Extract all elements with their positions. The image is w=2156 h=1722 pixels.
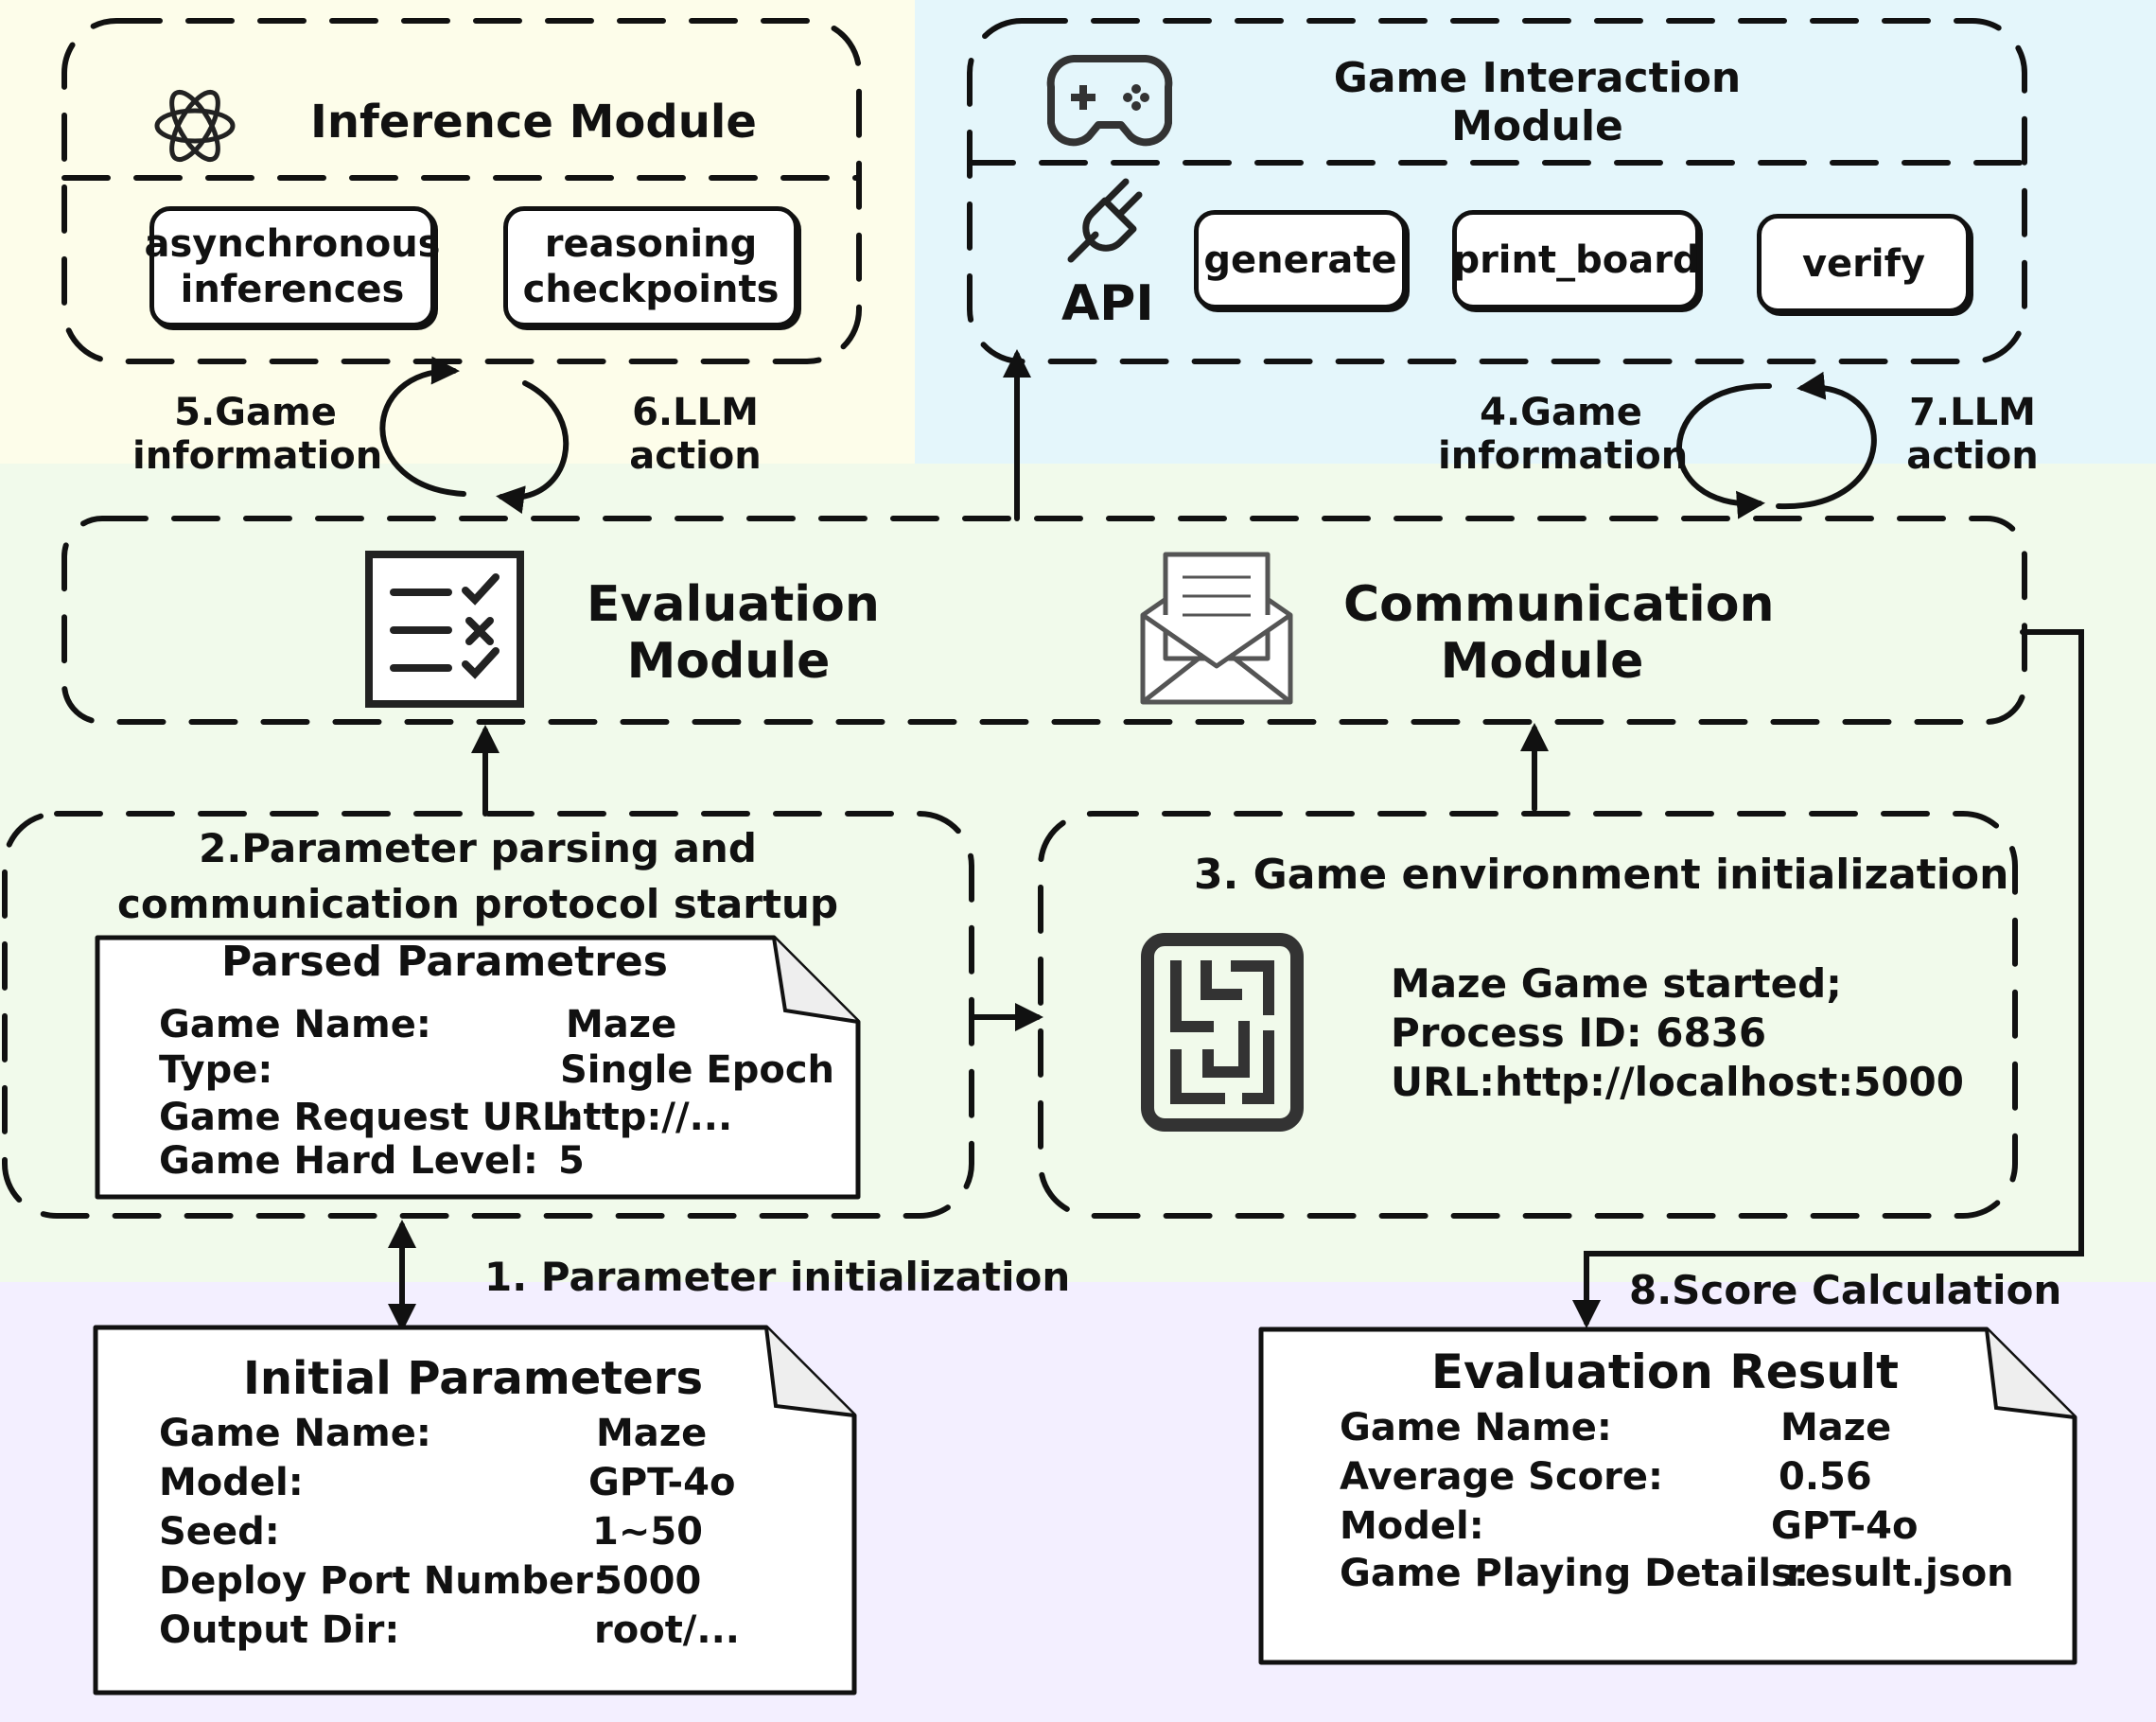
gamepad-icon [1046,55,1173,147]
parsed-parameters-title: Parsed Parametres [221,938,668,986]
initial-parameters-document [93,1325,857,1696]
evaluation-result-title: Evaluation Result [1430,1344,1900,1399]
inference-module-title: Inference Module [310,96,757,149]
arrow-step8 [1572,629,2084,1328]
eval-comm-module-box [61,516,2027,725]
maze-icon [1141,933,1304,1132]
step8-label: 8.Score Calculation [1629,1267,2062,1313]
step6-label: 6.LLM action [629,391,762,478]
result-value-game-name: Maze [1780,1406,1892,1450]
communication-module-title: Communication Module [1343,576,1775,690]
step3-label: 3. Game environment initialization [1194,851,2009,899]
parsed-parameters-document [95,935,861,1200]
initial-value-port: 5000 [596,1559,702,1603]
initial-value-game-name: Maze [596,1412,708,1455]
parsed-value-game-name: Maze [566,1003,677,1046]
game-interaction-module-title: Game Interaction Module [1333,54,1742,150]
reasoning-checkpoints-box: reasoning checkpoints [503,206,798,327]
asynchronous-inferences-box: asynchronous inferences [145,206,441,327]
parsed-key-game-name: Game Name: [159,1003,431,1046]
step7-label: 7.LLM action [1906,391,2039,478]
parsed-value-hard-level: 5 [558,1139,585,1183]
arrow-step6 [496,380,570,515]
parsed-value-type: Single Epoch [560,1048,835,1092]
result-value-model: GPT-4o [1771,1504,1919,1548]
initial-value-seed: 1~50 [592,1510,704,1554]
game-env-line-status: Maze Game started; [1391,960,1842,1007]
initial-key-game-name: Game Name: [159,1412,431,1455]
checklist-icon [365,551,524,708]
result-key-details: Game Playing Details: [1340,1552,1809,1595]
arrow-step7 [1776,371,1877,510]
parsed-key-hard-level: Game Hard Level: [159,1139,538,1183]
step2-label: 2.Parameter parsing and communication pr… [116,825,839,927]
evaluation-result-document [1258,1327,2077,1665]
arrow-step5 [379,356,466,497]
result-value-details: result.json [1786,1552,2014,1595]
api-label: API [1061,275,1154,332]
parsed-value-request-url: http://... [556,1096,733,1139]
step3-box [1038,811,2018,1219]
print-board-function-box: print_board [1452,210,1700,309]
envelope-icon [1140,552,1293,705]
plug-icon [1067,178,1143,263]
result-value-average-score: 0.56 [1779,1455,1872,1499]
openai-logo-icon [154,89,236,163]
initial-parameters-title: Initial Parameters [242,1352,704,1405]
inference-module-box [61,18,862,364]
initial-key-seed: Seed: [159,1510,280,1554]
initial-key-output-dir: Output Dir: [159,1608,400,1652]
initial-value-model: GPT-4o [588,1461,736,1504]
initial-value-output-dir: root/... [594,1608,741,1652]
parsed-key-type: Type: [159,1048,273,1092]
result-key-average-score: Average Score: [1340,1455,1663,1499]
initial-key-port: Deploy Port Number: [159,1559,608,1603]
game-interaction-module-box [967,18,2027,364]
verify-function-box: verify [1757,214,1971,313]
result-key-model: Model: [1340,1504,1484,1548]
step4-label: 4.Game information [1438,391,1689,478]
generate-function-box: generate [1194,210,1407,309]
game-env-line-url: URL:http://localhost:5000 [1391,1059,1965,1105]
step5-label: 5.Game information [132,391,383,478]
initial-key-model: Model: [159,1461,304,1504]
arrow-step4 [1676,382,1772,519]
parsed-key-request-url: Game Request URL: [159,1096,582,1139]
result-key-game-name: Game Name: [1340,1406,1612,1450]
evaluation-module-title: Evaluation Module [587,576,880,690]
game-env-line-process-id: Process ID: 6836 [1391,1010,1767,1056]
step1-label: 1. Parameter initialization [484,1254,1071,1300]
